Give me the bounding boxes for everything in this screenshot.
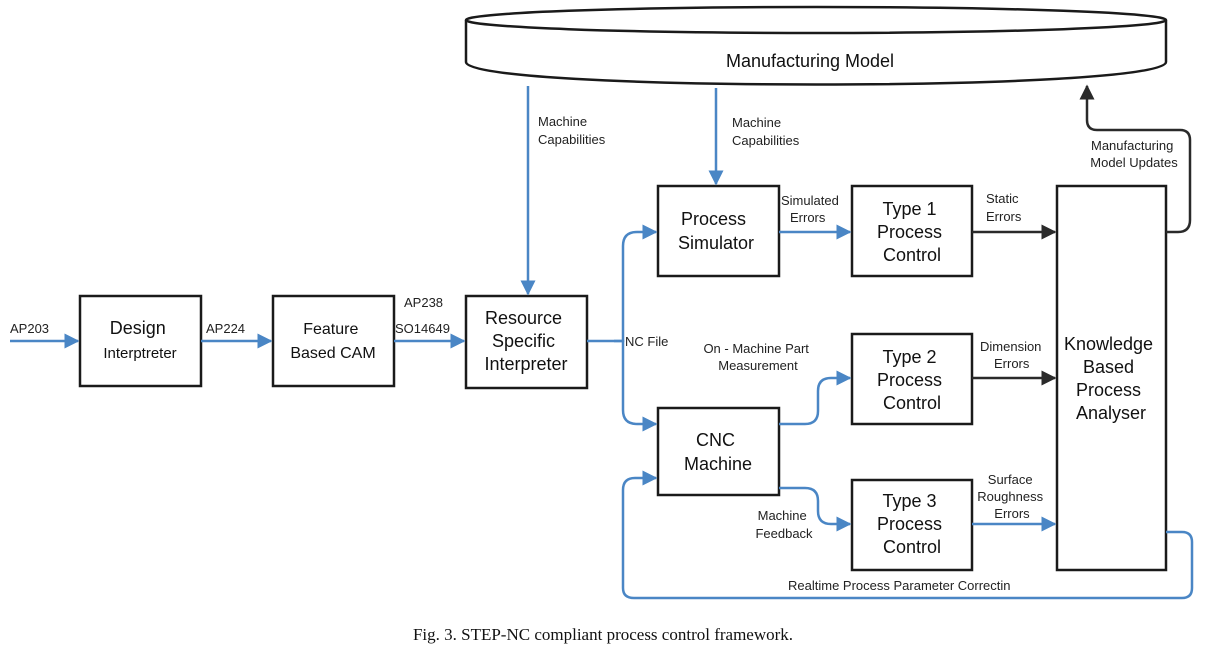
- feature-cam-node: Feature Based CAM: [271, 294, 396, 388]
- resource-interpreter-node: Resource Specific Interpreter: [464, 294, 589, 390]
- label-dimension-errors: Dimension Errors: [980, 339, 1045, 371]
- label-surface-errors: Surface Roughness Errors: [977, 472, 1046, 521]
- label-on-machine: On - Machine Part Measurement: [703, 341, 812, 373]
- label-machine-feedback: Machine Feedback: [755, 508, 813, 541]
- cnc-machine-node: CNC Machine: [656, 406, 781, 497]
- figure-caption: Fig. 3. STEP-NC compliant process contro…: [413, 625, 793, 644]
- label-model-updates: Manufacturing Model Updates: [1090, 138, 1178, 170]
- design-interpreter-node: Design Interptreter: [78, 294, 203, 388]
- process-analyser-label: Knowledge Based Process Analyser: [1064, 334, 1158, 423]
- label-machine-capabilities-2: Machine Capabilities: [732, 115, 800, 148]
- type1-control-node: Type 1 Process Control: [850, 184, 974, 278]
- arrow-nc-to-simulator: [614, 224, 658, 343]
- cnc-machine-label: CNC Machine: [684, 430, 752, 474]
- process-simulator-label: Process Simulator: [678, 209, 754, 253]
- label-ap238: AP238 SO14649: [395, 295, 450, 336]
- label-realtime-correction: Realtime Process Parameter Correctin: [788, 578, 1011, 593]
- label-nc-file: NC File: [625, 334, 668, 349]
- arrow-cnc-to-type2: [779, 370, 852, 426]
- arrow-nc-to-cnc: [614, 339, 658, 432]
- resource-interpreter-label: Resource Specific Interpreter: [484, 308, 567, 374]
- label-ap224: AP224: [206, 321, 245, 336]
- type3-control-label: Type 3 Process Control: [877, 491, 947, 557]
- design-interpreter-label: Design Interptreter: [103, 318, 176, 362]
- type2-control-label: Type 2 Process Control: [877, 347, 947, 413]
- label-simulated-errors: Simulated Errors: [781, 193, 842, 225]
- label-ap203: AP203: [10, 321, 49, 336]
- label-static-errors: Static Errors: [986, 191, 1022, 224]
- arrow-model-updates: [1079, 84, 1192, 234]
- arrow-cnc-to-type3: [779, 486, 852, 532]
- label-machine-capabilities-1: Machine Capabilities: [538, 114, 606, 147]
- type2-control-node: Type 2 Process Control: [850, 332, 974, 426]
- feature-cam-label: Feature Based CAM: [290, 321, 375, 362]
- type1-control-label: Type 1 Process Control: [877, 199, 947, 265]
- manufacturing-model-label: Manufacturing Model: [726, 51, 894, 71]
- manufacturing-model-node: Manufacturing Model: [464, 5, 1168, 86]
- process-analyser-node: Knowledge Based Process Analyser: [1055, 184, 1168, 572]
- process-simulator-node: Process Simulator: [656, 184, 781, 278]
- type3-control-node: Type 3 Process Control: [850, 478, 974, 572]
- arrow-realtime-correction: [621, 470, 1194, 600]
